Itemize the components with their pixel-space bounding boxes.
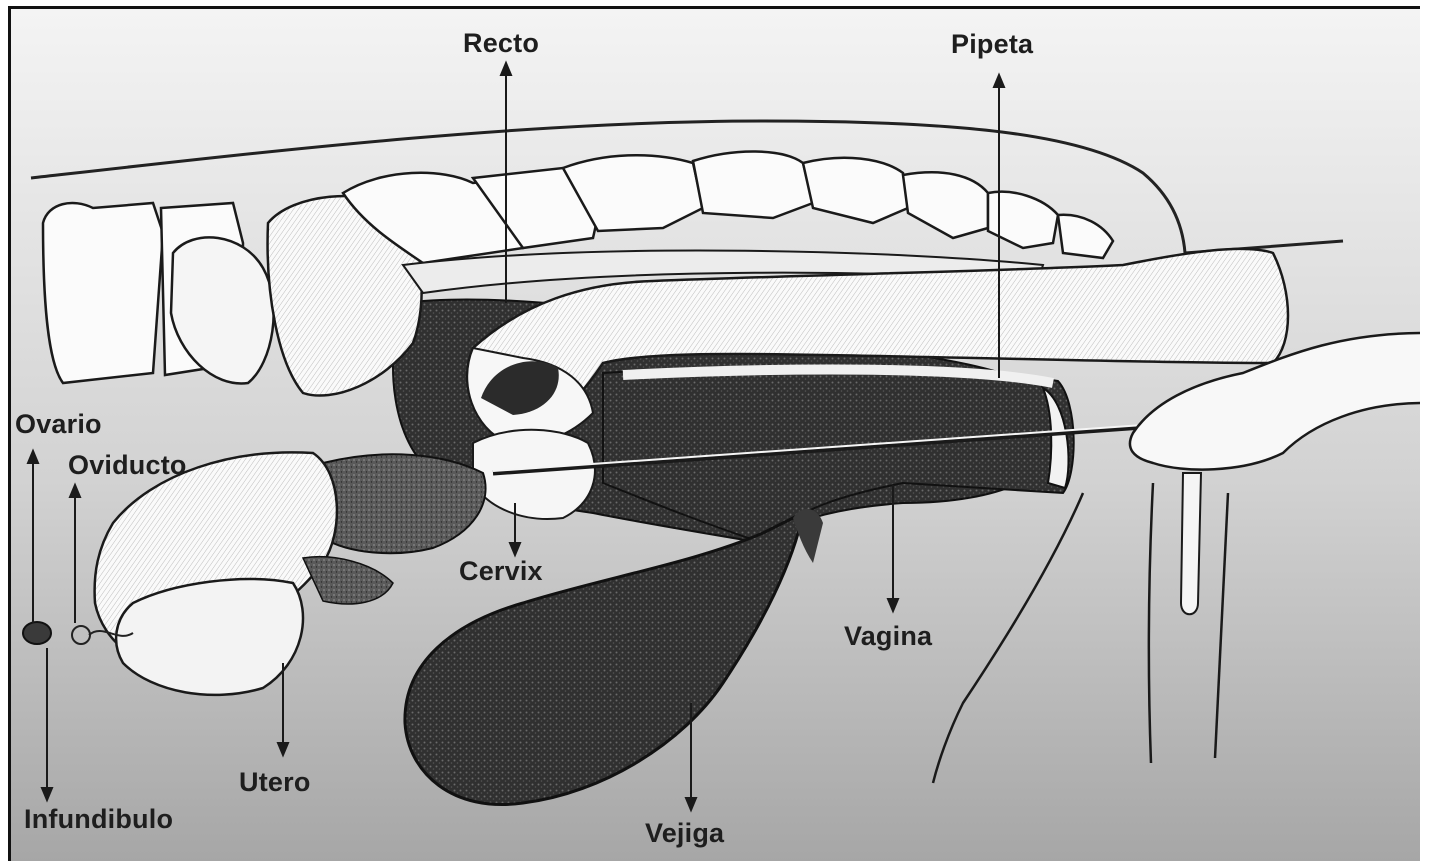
label-oviducto: Oviducto — [68, 452, 187, 479]
label-recto: Recto — [463, 30, 539, 57]
label-infundibulo: Infundibulo — [24, 806, 173, 833]
ovary — [23, 622, 51, 644]
label-pipeta: Pipeta — [951, 31, 1033, 58]
label-vejiga: Vejiga — [645, 820, 724, 847]
label-cervix: Cervix — [459, 558, 543, 585]
label-ovario: Ovario — [15, 411, 102, 438]
diagram-frame: Recto Pipeta Ovario Oviducto Cervix Vagi… — [8, 6, 1420, 861]
label-utero: Utero — [239, 769, 311, 796]
anatomy-illustration — [11, 9, 1420, 861]
label-vagina: Vagina — [844, 623, 932, 650]
